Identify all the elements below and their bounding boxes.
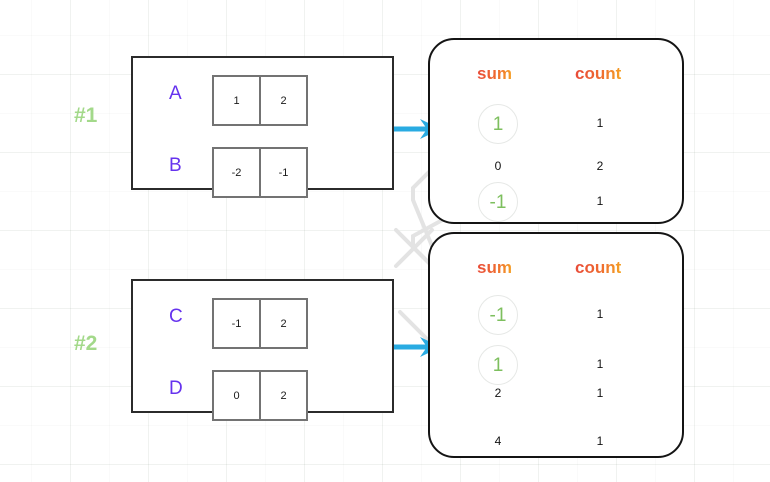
row-cells-d: 0 2 [212,370,308,421]
cell-d-0: 0 [212,370,261,421]
header-sum-1: sum [477,64,512,83]
row-label-c: C [169,306,183,327]
connector-stub-lower [394,228,434,268]
header-count-1: count [575,64,622,83]
input-group-1: A 1 2 B -2 -1 [131,56,394,198]
sum-value-2-3: 4 [494,434,502,448]
header-count-2: count [575,258,622,277]
row-cells-c: -1 2 [212,298,308,349]
count-value-2-3: 1 [596,434,604,448]
row-label-d: D [169,378,183,399]
sum-value-2-1: 1 [478,345,518,385]
count-value-2-1: 1 [596,357,604,371]
cell-a-1: 2 [259,75,308,126]
count-value-1-1: 2 [596,159,604,173]
sum-value-2-0: -1 [478,295,518,335]
sum-value-1-0: 1 [478,104,518,144]
header-sum-2: sum [477,258,512,277]
sum-value-1-2: -1 [478,182,518,222]
row-cells-a: 1 2 [212,75,308,126]
count-value-1-2: 1 [596,194,604,208]
output-table-2: sum count -1 1 1 1 2 1 4 1 [428,232,684,458]
count-value-2-2: 1 [596,386,604,400]
cell-a-0: 1 [212,75,261,126]
row-label-a: A [169,83,182,104]
row-label-b: B [169,155,182,176]
row-cells-b: -2 -1 [212,147,308,198]
count-value-1-0: 1 [596,116,604,130]
cell-d-1: 2 [259,370,308,421]
sum-value-2-2: 2 [494,386,502,400]
group-tag-2: #2 [74,332,98,355]
cell-c-0: -1 [212,298,261,349]
cell-b-0: -2 [212,147,261,198]
group-tag-1: #1 [74,104,98,127]
cell-b-1: -1 [259,147,308,198]
connector-stub-upper [394,228,434,268]
output-table-1: sum count 1 1 0 2 -1 1 [428,38,684,224]
cell-c-1: 2 [259,298,308,349]
sum-value-1-1: 0 [494,159,502,173]
input-group-2: C -1 2 D 0 2 [131,279,394,421]
count-value-2-0: 1 [596,307,604,321]
